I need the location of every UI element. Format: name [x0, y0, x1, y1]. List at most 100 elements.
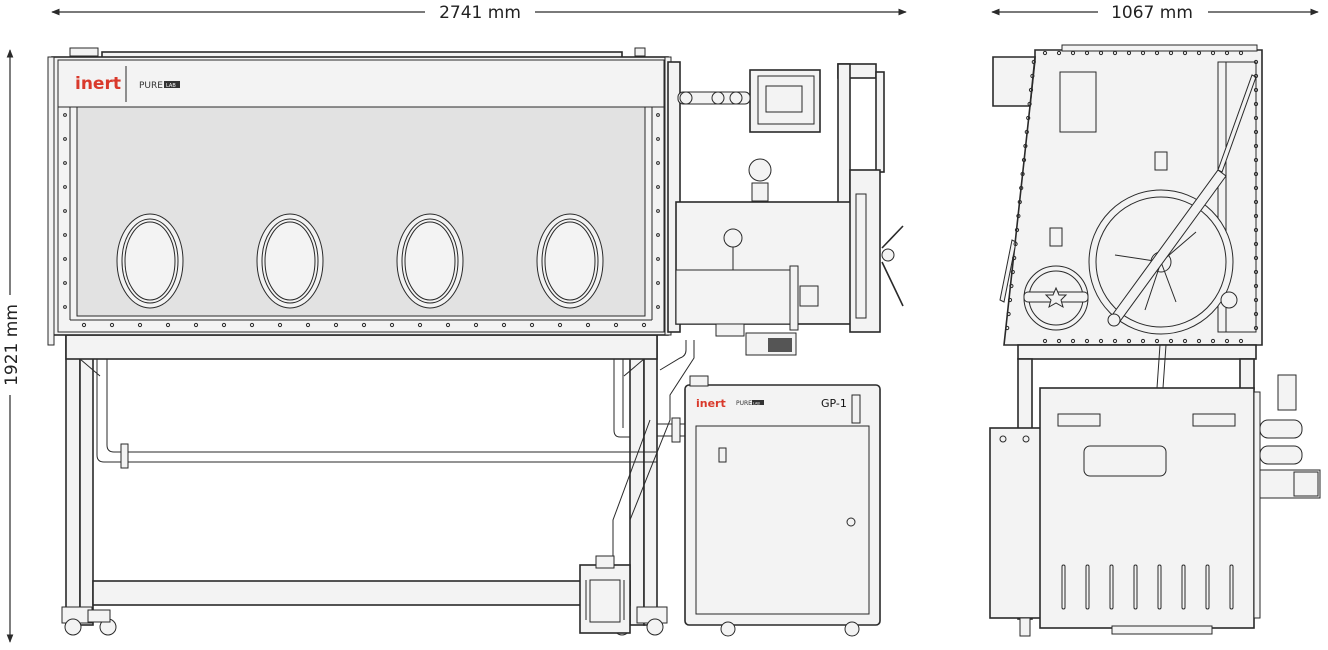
bolt	[1021, 157, 1027, 163]
bolt	[445, 322, 451, 328]
bolt	[1253, 157, 1259, 163]
bolt	[529, 322, 535, 328]
vent-slot	[1061, 564, 1066, 610]
bolt	[221, 322, 227, 328]
bolt	[1112, 338, 1118, 344]
purifier-product-line: PURE	[736, 400, 752, 407]
vent-slot	[1109, 564, 1114, 610]
bolt	[656, 209, 660, 213]
bolt	[63, 113, 67, 117]
bolt	[1154, 338, 1160, 344]
bolt	[1013, 241, 1018, 247]
bolt	[1253, 255, 1259, 261]
bolt	[1253, 73, 1259, 79]
bolt	[1042, 50, 1048, 56]
glovebox-chamber: inert PURE LAB	[47, 47, 672, 346]
bolt	[656, 233, 660, 237]
bolt	[1070, 338, 1076, 344]
bolt	[1253, 171, 1259, 177]
vent-slot	[1181, 564, 1186, 610]
vent-slot	[1133, 564, 1138, 610]
product-badge: LAB	[166, 83, 176, 89]
glove-port-4	[536, 213, 604, 309]
vacuum-pump	[579, 555, 631, 634]
bolt	[63, 161, 67, 165]
bolt	[417, 322, 423, 328]
purifier-side	[1019, 374, 1321, 637]
bolt	[277, 322, 283, 328]
bolt	[656, 257, 660, 261]
bolt	[1196, 338, 1202, 344]
bolt	[1182, 338, 1188, 344]
bolt	[1253, 129, 1259, 135]
bolt	[1253, 87, 1259, 93]
bolt	[585, 322, 591, 328]
bolt	[165, 322, 171, 328]
bolt	[1027, 101, 1032, 107]
purifier-logo: inert	[696, 397, 726, 410]
bolt	[1070, 50, 1076, 56]
bolt	[1238, 338, 1244, 344]
bolt	[1009, 283, 1014, 289]
vent-slot	[1205, 564, 1210, 610]
small-door-port	[1023, 227, 1089, 331]
bolt	[1253, 101, 1259, 107]
bolt	[557, 322, 563, 328]
purifier-product-badge: LAB	[753, 402, 760, 406]
bolt	[1024, 129, 1029, 135]
bolt	[1140, 50, 1146, 56]
bolt	[1224, 338, 1230, 344]
bolt	[1031, 59, 1036, 65]
bolt	[1012, 255, 1017, 261]
bolt	[656, 185, 660, 189]
width-label: 2741 mm	[439, 3, 521, 23]
bolt	[1253, 213, 1259, 219]
large-door-port	[1088, 74, 1257, 335]
vent-slot	[1085, 564, 1090, 610]
bolt	[1210, 338, 1216, 344]
bolt	[1084, 50, 1090, 56]
bolt	[1253, 311, 1259, 317]
bolt	[1154, 50, 1160, 56]
bolt	[1030, 73, 1035, 79]
bolt	[1238, 50, 1244, 56]
bolt	[1006, 311, 1011, 317]
inert-logo: inert	[75, 74, 121, 94]
bolt	[1023, 143, 1028, 149]
depth-label: 1067 mm	[1111, 3, 1193, 23]
model-label: GP-1	[821, 397, 847, 410]
bolt	[1056, 338, 1062, 344]
glove-port-3	[396, 213, 464, 309]
bolt	[63, 233, 67, 237]
bolt	[109, 322, 115, 328]
bolt	[63, 209, 67, 213]
bolt	[1253, 241, 1259, 247]
bolt	[1182, 50, 1188, 56]
dimension-height: 1921 mm	[2, 49, 22, 643]
product-line-label: PURE	[139, 81, 163, 91]
bolt	[1019, 185, 1024, 191]
vent-slot	[1229, 564, 1234, 610]
bolt	[1007, 297, 1013, 303]
bolt	[1253, 115, 1259, 121]
stand-frame	[61, 334, 668, 636]
bolt	[1253, 199, 1259, 205]
bolt	[473, 322, 479, 328]
bolt	[1084, 338, 1090, 344]
front-view: inert PURE LAB	[47, 47, 904, 637]
bolt	[249, 322, 255, 328]
dimension-width: 2741 mm	[51, 3, 907, 23]
bolt	[1253, 227, 1259, 233]
vent-slot	[1157, 564, 1162, 610]
glove-port-2	[256, 213, 324, 309]
bolt	[1112, 50, 1118, 56]
antechamber	[667, 61, 904, 356]
bolt	[656, 305, 660, 309]
bolt	[1253, 269, 1259, 275]
bolt	[1126, 50, 1132, 56]
bolt	[63, 185, 67, 189]
bolt	[1042, 338, 1048, 344]
bolt	[656, 137, 660, 141]
bolt	[1014, 227, 1020, 233]
